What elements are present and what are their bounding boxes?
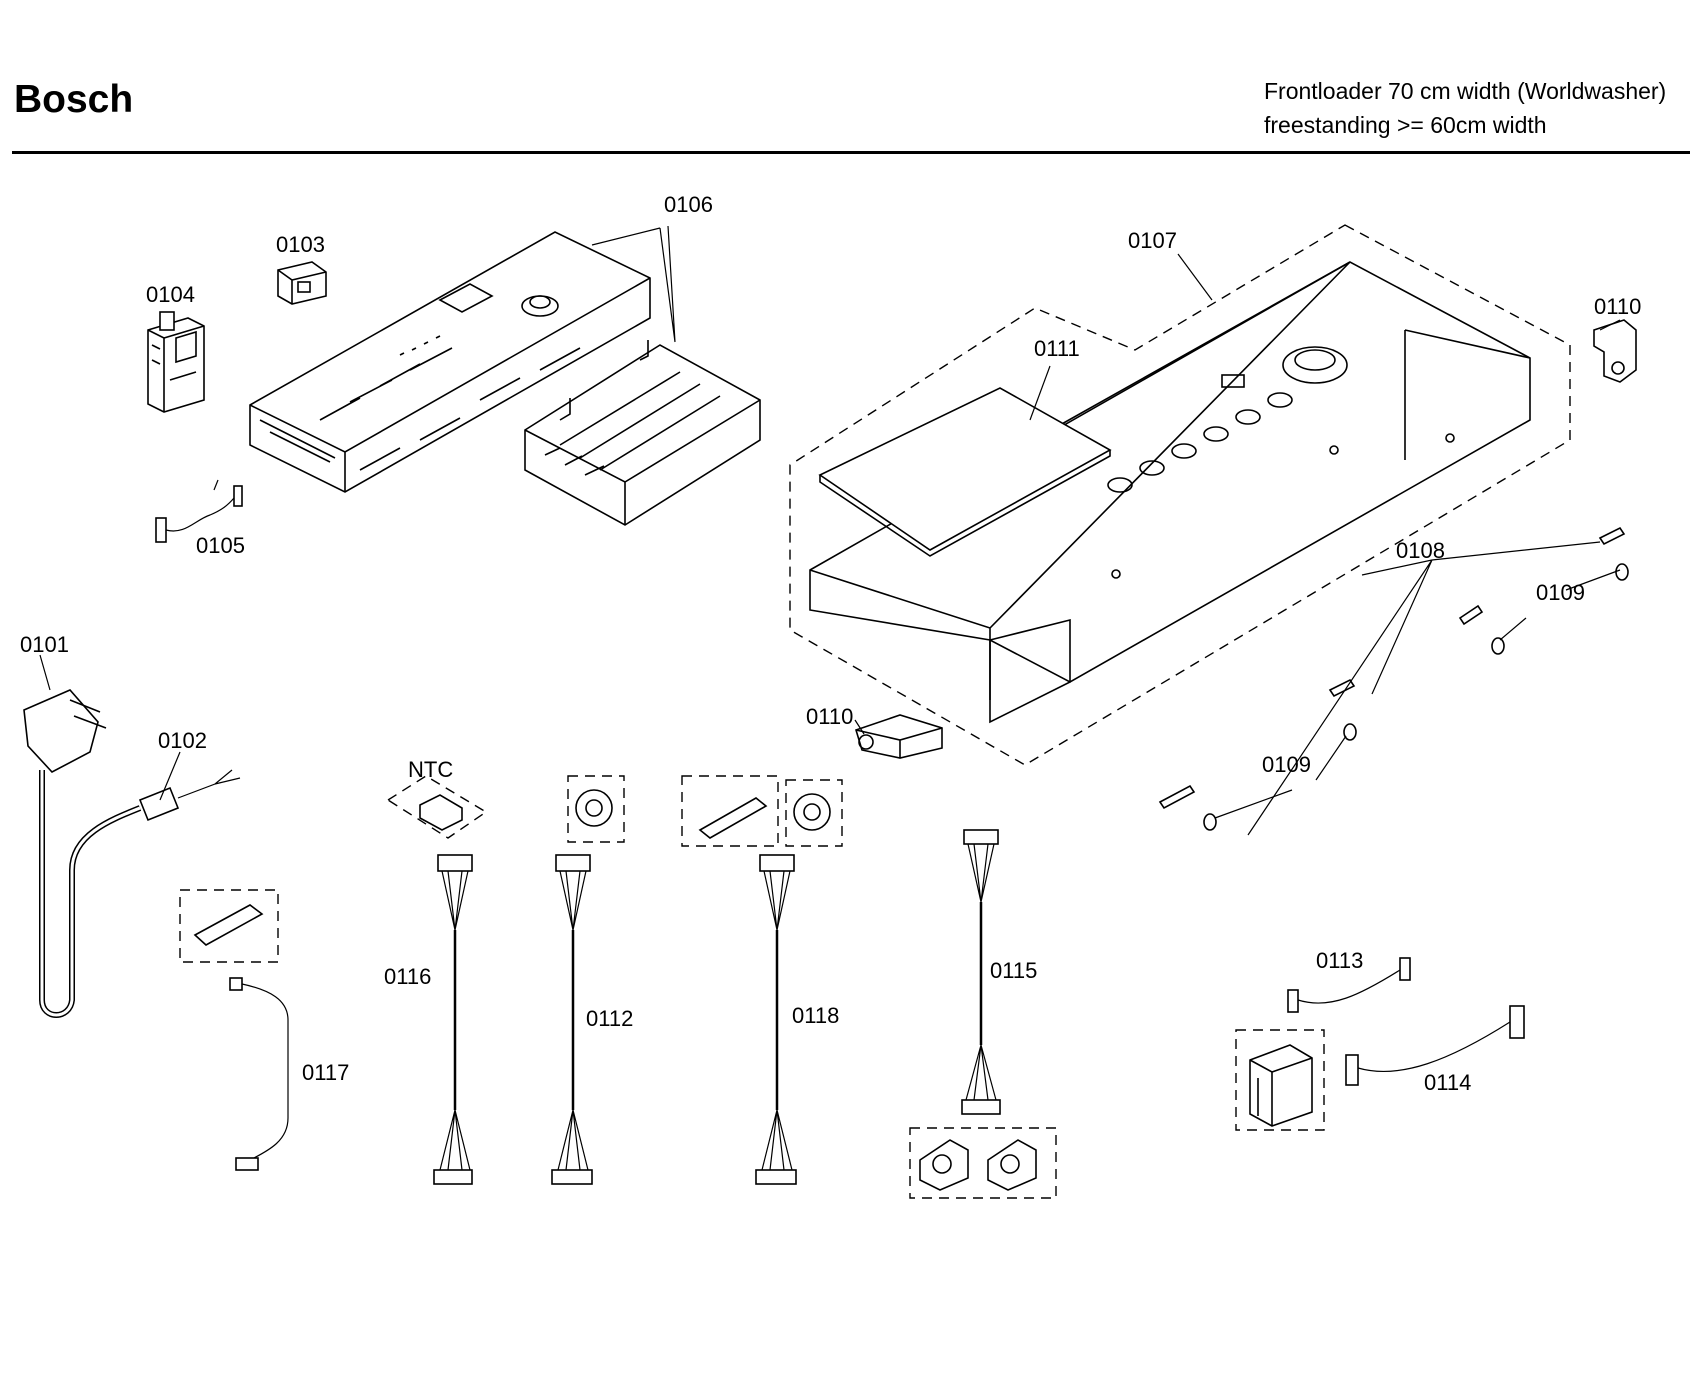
label-0116: 0116 — [384, 964, 431, 989]
part-0118-harness — [681, 775, 843, 1185]
brand-logo: Bosch — [14, 78, 134, 121]
label-0108: 0108 — [1396, 538, 1445, 563]
part-0115-harness — [909, 829, 1057, 1199]
part-0103-module — [277, 261, 327, 305]
label-0109-lower: 0109 — [1262, 752, 1311, 777]
label-ntc: NTC — [408, 757, 453, 782]
label-0115: 0115 — [990, 958, 1037, 983]
part-0102-strain-relief — [138, 769, 241, 822]
part-labels: 0106 0103 0104 0105 0107 0111 0110 0110 … — [20, 192, 1641, 1095]
part-0101-mains-cable — [23, 689, 142, 1018]
label-0111: 0111 — [1034, 336, 1080, 361]
label-0104: 0104 — [146, 282, 195, 307]
model-title-line2: freestanding >= 60cm width — [1264, 112, 1547, 138]
label-0117: 0117 — [302, 1060, 349, 1085]
part-0106-drawer-housing — [524, 340, 761, 526]
model-title-line1: Frontloader 70 cm width (Worldwasher) — [1264, 78, 1667, 104]
part-0104-filter — [147, 311, 205, 413]
label-0114: 0114 — [1424, 1070, 1471, 1095]
part-0111-window — [818, 387, 1112, 557]
label-0105: 0105 — [196, 533, 245, 558]
label-0102: 0102 — [158, 728, 207, 753]
part-0113-cable — [1287, 957, 1411, 1013]
label-0106: 0106 — [664, 192, 713, 217]
part-ntc-sensor — [386, 775, 488, 839]
label-0110-left: 0110 — [806, 704, 853, 729]
part-0107-fascia — [789, 224, 1571, 766]
part-0108-screws — [1158, 526, 1626, 810]
part-0114-cable — [1235, 1005, 1525, 1131]
part-0109-washers — [1203, 563, 1629, 831]
label-0113: 0113 — [1316, 948, 1363, 973]
label-0103: 0103 — [276, 232, 325, 257]
label-0101: 0101 — [20, 632, 69, 657]
part-0110-clip-left — [855, 714, 943, 759]
header-rule — [12, 151, 1690, 154]
label-0110-right: 0110 — [1594, 294, 1641, 319]
label-0118: 0118 — [792, 1003, 839, 1028]
label-0109-upper: 0109 — [1536, 580, 1585, 605]
part-0105-cable — [155, 485, 243, 543]
part-0106-control-module — [249, 231, 651, 493]
part-0117-sensor-cable — [179, 889, 289, 1171]
part-0112-harness — [551, 775, 625, 1185]
label-0112: 0112 — [586, 1006, 633, 1031]
part-0116-harness — [433, 854, 473, 1185]
part-0110-clip-right — [1593, 319, 1637, 383]
page-header: Bosch Frontloader 70 cm width (Worldwash… — [0, 0, 1692, 160]
label-0107: 0107 — [1128, 228, 1177, 253]
leader-lines — [39, 225, 1621, 836]
